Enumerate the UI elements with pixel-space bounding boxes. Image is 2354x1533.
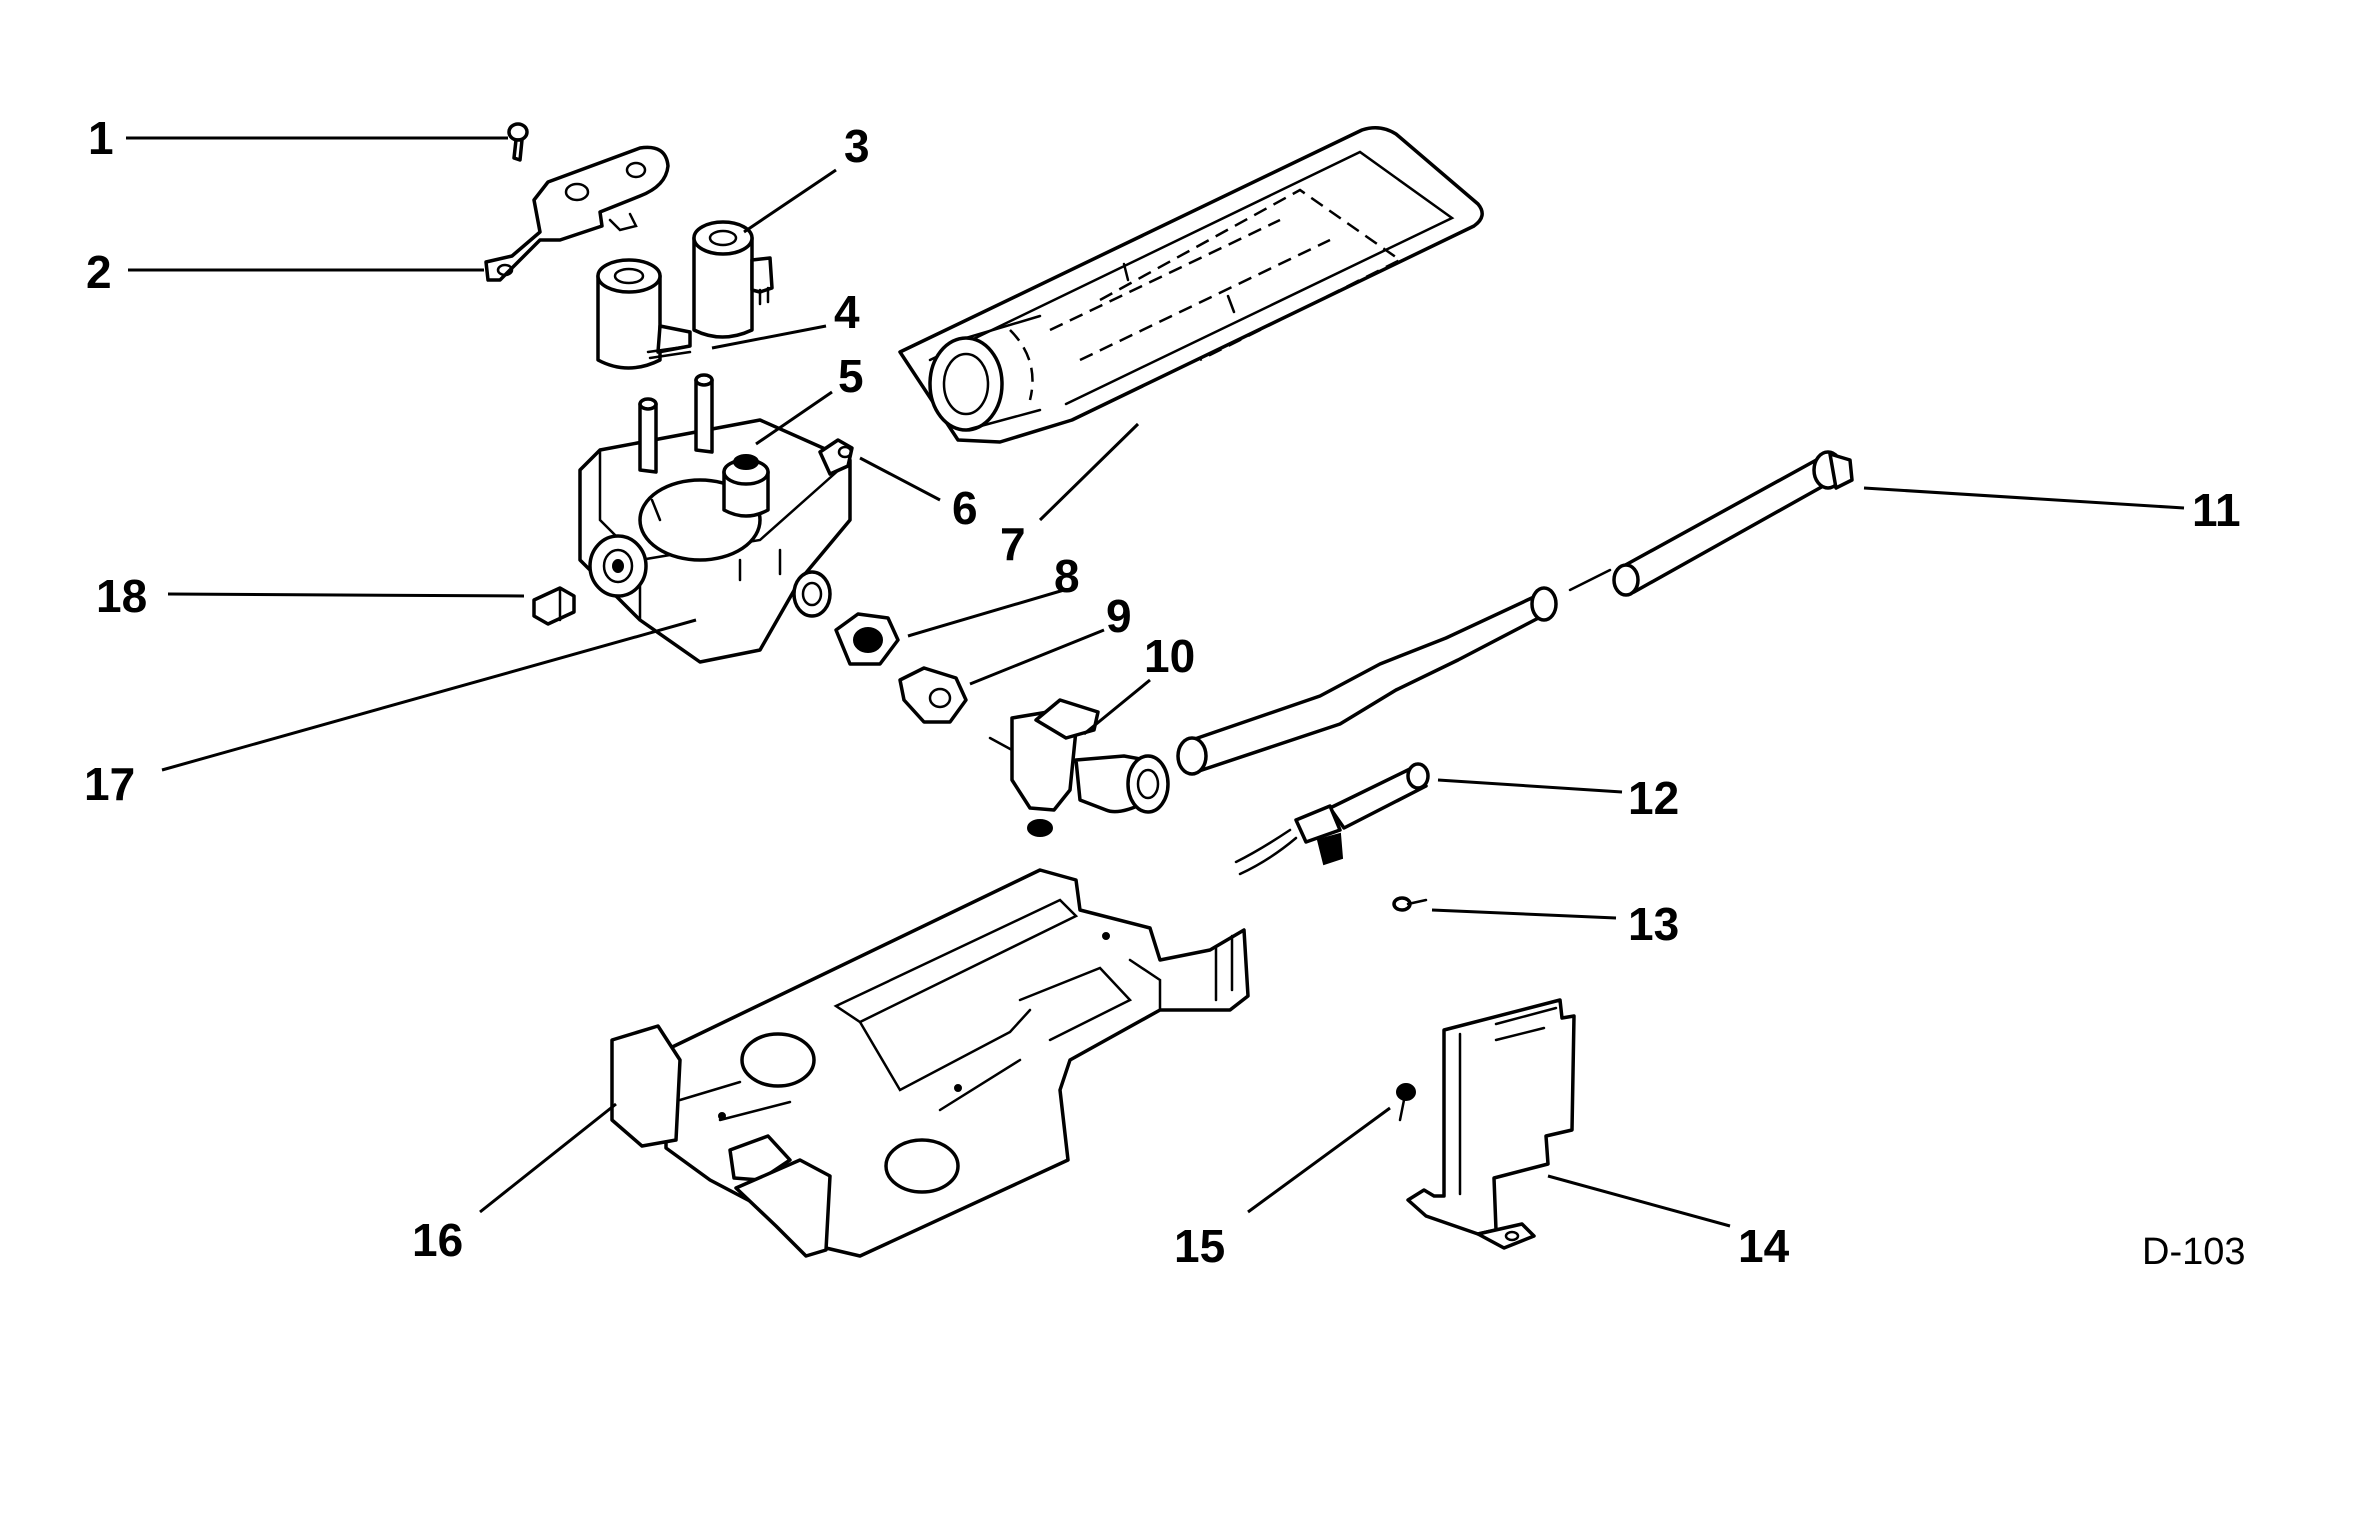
part-9-orifice xyxy=(898,666,968,724)
callout-7: 7 xyxy=(1000,518,1026,570)
callout-3: 3 xyxy=(844,120,870,172)
callout-12: 12 xyxy=(1628,772,1679,824)
leader-16 xyxy=(479,1102,617,1214)
callout-10: 10 xyxy=(1144,630,1195,682)
leader-8 xyxy=(907,588,1065,638)
part-17-valve-body xyxy=(578,373,852,664)
callout-5: 5 xyxy=(838,350,864,402)
callout-labels: 1 2 3 4 5 6 7 8 9 10 11 12 13 14 15 16 1… xyxy=(84,112,2241,1272)
leader-6 xyxy=(859,456,941,502)
callout-15: 15 xyxy=(1174,1220,1225,1272)
part-10-elbow-valve xyxy=(988,698,1170,837)
part-13-screw xyxy=(1392,896,1428,912)
leader-13 xyxy=(1431,908,1617,920)
part-12-thermocouple xyxy=(1234,762,1430,876)
callout-18: 18 xyxy=(96,570,147,622)
part-18-fitting xyxy=(532,586,576,626)
callout-13: 13 xyxy=(1628,898,1679,950)
leader-18 xyxy=(167,592,525,598)
drawing-reference: D-103 xyxy=(2142,1231,2246,1273)
part-2-bracket xyxy=(484,145,670,282)
part-7-burner xyxy=(898,126,1484,444)
part-4-solenoid-coil xyxy=(596,258,692,370)
leader-14 xyxy=(1547,1174,1731,1228)
leader-lines xyxy=(126,136,2185,1228)
leader-10 xyxy=(1083,678,1151,736)
callout-17: 17 xyxy=(84,758,135,810)
part-11-tube xyxy=(1176,450,1854,776)
part-8-nut xyxy=(834,612,900,666)
part-6-fitting xyxy=(818,438,854,476)
leader-3 xyxy=(743,168,837,234)
leader-4 xyxy=(711,324,827,350)
part-5-regulator xyxy=(722,454,770,518)
part-14-shield xyxy=(1406,998,1576,1250)
part-15-screw xyxy=(1396,1083,1416,1122)
callout-16: 16 xyxy=(412,1214,463,1266)
leader-12 xyxy=(1437,778,1623,794)
part-1-screw xyxy=(507,122,529,162)
callout-8: 8 xyxy=(1054,550,1080,602)
leader-11 xyxy=(1863,486,2185,510)
leader-7 xyxy=(1038,422,1140,522)
callout-11: 11 xyxy=(2192,484,2241,536)
callout-9: 9 xyxy=(1106,590,1132,642)
callout-14: 14 xyxy=(1738,1220,1790,1272)
callout-4: 4 xyxy=(834,286,860,338)
leader-5 xyxy=(755,390,833,446)
callout-2: 2 xyxy=(86,246,112,298)
leader-9 xyxy=(969,628,1105,686)
part-3-solenoid-coil xyxy=(692,220,774,339)
leader-17 xyxy=(161,618,697,772)
callout-1: 1 xyxy=(88,112,114,164)
leader-15 xyxy=(1247,1106,1391,1214)
part-16-mounting-plate xyxy=(610,868,1250,1258)
callout-6: 6 xyxy=(952,482,978,534)
